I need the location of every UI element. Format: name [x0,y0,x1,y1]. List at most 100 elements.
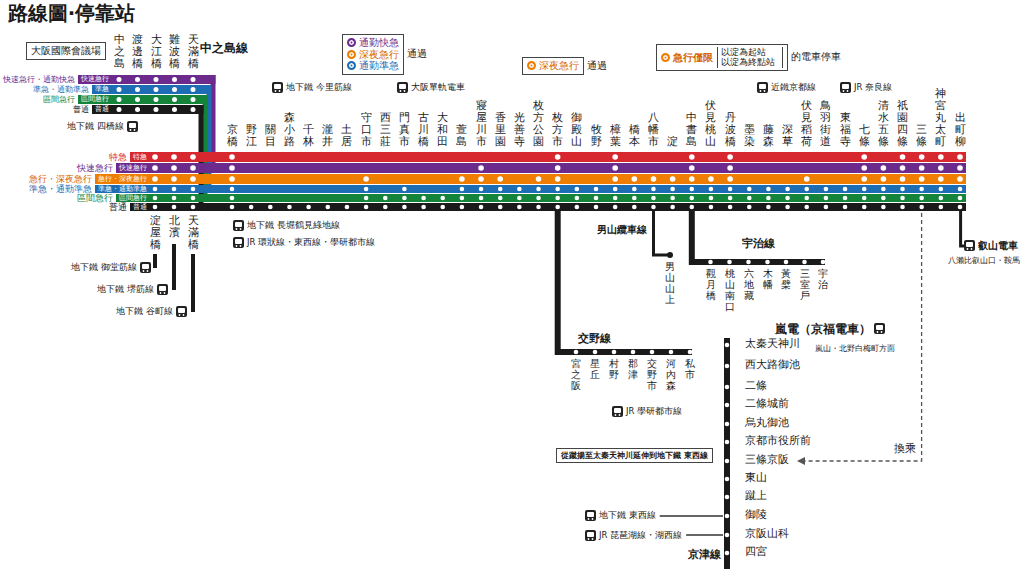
line-name: 京津線 [688,549,721,562]
stop-dot [861,176,867,182]
transfer-icon [592,538,594,540]
station-name: 萱島 [456,124,467,148]
stop-dot [460,205,465,210]
transfer-icon [764,90,766,92]
station-pole [153,254,157,268]
transfer-icon [178,308,185,313]
stop-dot [881,196,886,201]
callout-line: 通勤準急 [347,60,399,72]
stop-dot [575,205,580,210]
transfer-icon [877,331,879,333]
leader-line [686,534,723,536]
transfer-icon [842,84,849,89]
direction-note: 嵐山・北野白梅町方面 [815,344,895,353]
stop-dot [117,107,122,112]
stop-dot [919,165,925,171]
transfer-icon [129,123,136,128]
stop-dot [536,187,541,192]
transfer-icon [404,90,406,92]
stop-dot [651,196,656,201]
stop-dot [459,176,465,182]
train-type-bar [112,85,212,94]
stop-dot [229,165,235,171]
station-name: 出町柳 [955,112,966,148]
station-name: 枚方市 [552,112,563,148]
transfer-icon [140,262,151,273]
stop-dot [230,196,235,201]
train-type-label: 準急・通勤準急 [29,185,92,194]
transfer-label: 叡山電車 [978,240,1018,252]
stop-dot [957,165,963,171]
stop-dot [555,187,560,192]
station-name: 千林 [303,124,314,148]
transfer-icon [240,245,242,247]
stop-dot [669,350,674,355]
station-name: 天滿橋 [188,215,199,251]
stop-dot [612,350,617,355]
transfer-label: JR 奈良線 [854,83,892,93]
train-type-name: 特急 [133,152,147,162]
transfer-icon [843,90,845,92]
stop-dot [479,205,484,210]
stop-dot [117,77,122,82]
station-name: 三條京阪 [745,454,789,467]
stop-dot [631,350,636,355]
stop-dot [460,187,465,192]
stop-dot [345,205,350,210]
stop-dot [517,196,522,201]
stop-dot [612,165,618,171]
transfer-label: JR 學研都市線 [626,407,682,417]
stop-dot [727,176,733,182]
train-type-band: 特急 [130,152,150,162]
stop-dot [171,154,177,160]
station-name: 伏見桃山 [705,100,716,148]
station-name: 木幡 [763,268,773,290]
stop-dot [725,477,730,482]
stop-dot [575,187,580,192]
stop-dot [785,196,790,201]
station-name: 京阪山科 [745,528,789,541]
station-name: 大江橋 [151,34,162,70]
callout-text: 通勤快急 [359,37,399,49]
stop-dot [747,187,752,192]
katano-line [558,211,692,352]
stop-dot [824,196,829,201]
train-type-name: 急行・深夜急行 [98,174,147,184]
stop-dot [747,196,752,201]
transfer-icon [235,239,242,244]
callout-line: 大阪國際會議場 [31,45,101,57]
stop-dot [152,176,158,182]
train-type-label: 普通 [73,106,89,114]
transfer-icon [160,292,162,294]
cable-line [654,211,671,255]
stop-dot [172,107,177,112]
transfer-label: 地下鐵 四橋線 [67,122,124,132]
train-type-name: 普通 [95,105,109,114]
stop-dot [440,205,445,210]
stop-dot [651,205,656,210]
station-name: 丹波橋 [725,112,736,148]
stop-dot [171,176,177,182]
stop-dot [938,154,944,160]
stop-dot [919,196,924,201]
stop-dot [479,196,484,201]
stop-dot [862,205,867,210]
stop-dot [498,196,503,201]
station-name: 淀 [667,136,678,148]
stop-dot [670,196,675,201]
transfer-icon [964,240,975,251]
transfer-label: 地下鐵 今里筋線 [286,83,352,93]
station-name: 四宮 [745,546,767,559]
stop-dot [881,205,886,210]
station-name: 祇園四條 [897,100,908,148]
stop-dot [191,205,196,210]
transfer-label: 地下鐵 堺筋線 [97,285,154,295]
stop-dot [900,176,906,182]
stop-dot [725,495,730,500]
stop-dot [900,154,906,160]
transfer-icon [759,84,766,89]
stop-dot [440,196,445,201]
stop-dot [172,196,177,201]
stop-dot [306,205,311,210]
stop-dot [249,205,254,210]
